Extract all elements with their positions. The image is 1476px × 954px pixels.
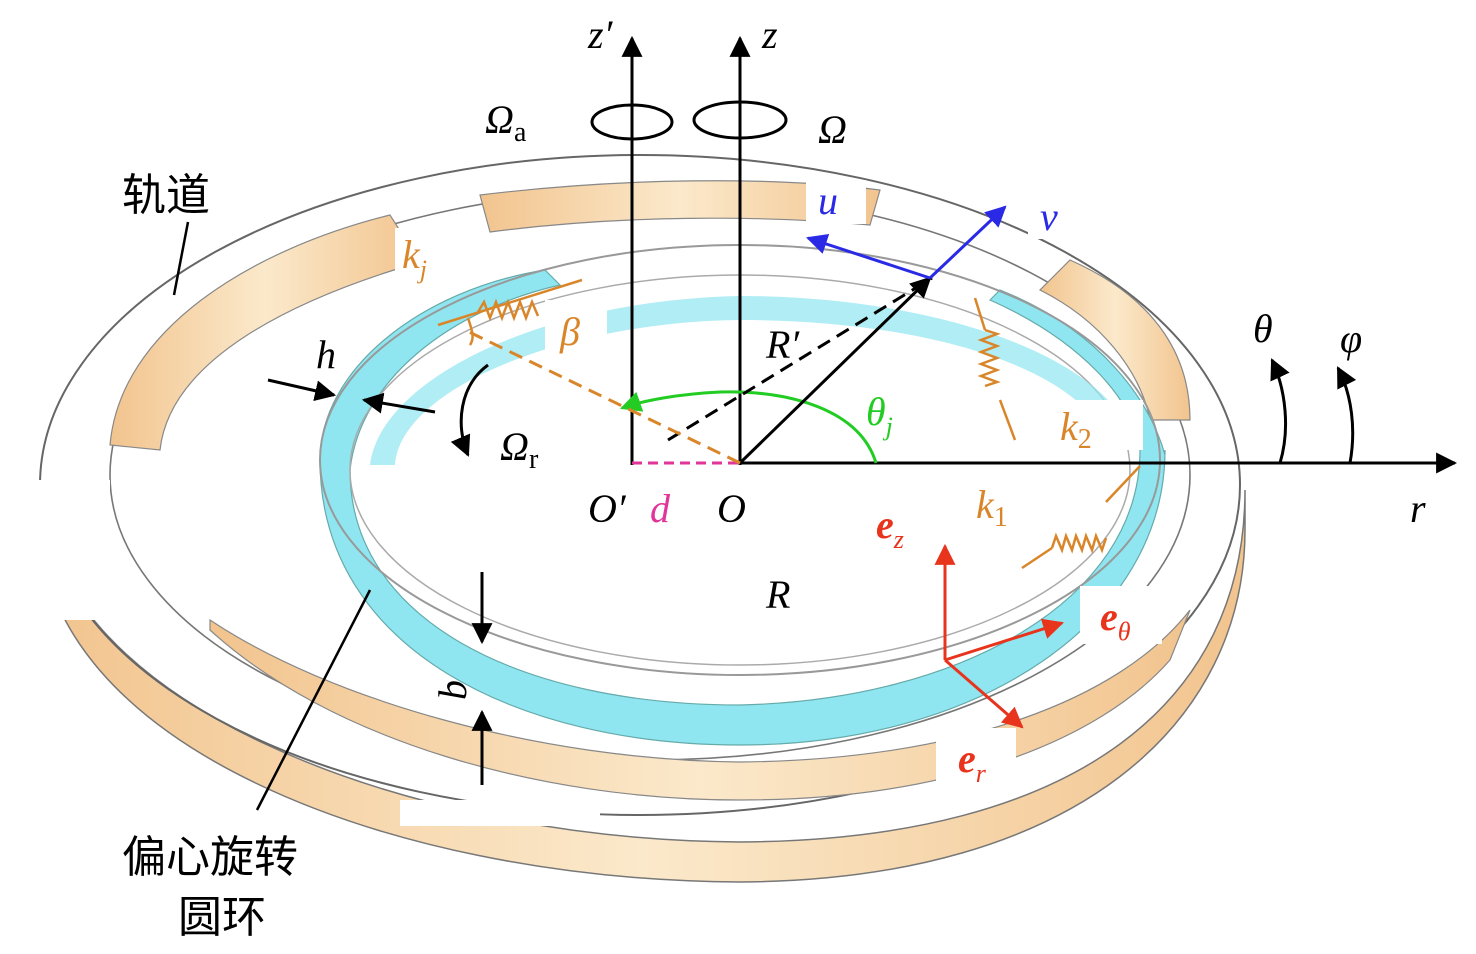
beta-label-bg — [545, 300, 607, 362]
beta-dashed-line — [464, 328, 741, 465]
r-prime-dashed — [667, 276, 933, 442]
k1-spring-left — [1021, 546, 1053, 570]
etheta-vector — [944, 618, 1065, 662]
k1-spring — [1050, 532, 1108, 554]
k2-spring-bottom — [998, 399, 1017, 441]
label-k1: k1 — [976, 482, 1008, 533]
label-theta: θ — [1253, 306, 1273, 351]
label-k2: k2 — [1060, 404, 1092, 455]
label-d: d — [650, 486, 671, 531]
kj-spring — [476, 298, 540, 322]
track-inner-wall-back-left — [109, 214, 421, 451]
label-ring-line1: 偏心旋转 — [122, 832, 298, 883]
label-etheta: eθ — [1100, 594, 1131, 646]
label-r-prime: R′ — [765, 322, 800, 367]
k1-spring-right — [1105, 465, 1141, 503]
label-er: er — [958, 736, 987, 788]
track-inner-wall-back — [479, 180, 881, 233]
h-arrow-right — [361, 392, 436, 414]
label-h: h — [316, 332, 336, 377]
label-u: u — [818, 178, 838, 223]
er-vector — [944, 658, 1024, 729]
label-track: 轨道 — [122, 170, 210, 221]
k2-spring — [977, 328, 1001, 388]
rotation-omega — [692, 100, 788, 140]
omega-r-arrow — [450, 363, 489, 457]
label-theta-j: θj — [866, 389, 893, 441]
label-o: O — [717, 486, 746, 531]
h-arrow-left — [267, 378, 337, 402]
track-outer-band — [39, 479, 1246, 883]
theta-arrow — [1270, 358, 1290, 464]
track-gap — [30, 480, 110, 620]
track-inner-wall-right — [1038, 259, 1191, 421]
ring-inner-surface — [370, 296, 1135, 465]
label-phi: φ — [1340, 316, 1362, 361]
etheta-label-bg — [1080, 586, 1162, 644]
label-omega-r: Ωr — [500, 424, 539, 475]
ring-leader-line — [255, 589, 372, 811]
k2-spring-top — [973, 297, 987, 331]
label-v: v — [1040, 194, 1058, 239]
phi-arrow — [1336, 366, 1357, 464]
rotation-omega-a — [590, 103, 674, 141]
label-r: r — [1410, 486, 1426, 531]
track-gap — [400, 800, 600, 826]
k2-label-bg — [1055, 400, 1143, 450]
kj-label-bg — [395, 228, 447, 284]
kj-spring-base — [437, 278, 583, 327]
r-vector — [738, 276, 932, 465]
track-leader-line — [172, 221, 190, 296]
label-z-prime: z′ — [587, 12, 614, 57]
u-label-bg — [806, 180, 866, 224]
label-kj: kj — [402, 232, 427, 284]
label-ring-line2: 圆环 — [178, 892, 266, 943]
beta-angle-arc — [466, 317, 474, 346]
label-ez: ez — [876, 502, 904, 554]
label-z: z — [761, 12, 778, 57]
v-label-bg — [1028, 195, 1074, 239]
label-omega: Ω — [818, 107, 847, 152]
label-o-prime: O′ — [588, 486, 627, 531]
v-vector — [928, 205, 1007, 280]
label-b: b — [430, 680, 475, 700]
label-R: R — [765, 572, 790, 617]
outer-track — [30, 154, 1246, 883]
u-vector — [806, 233, 931, 280]
label-omega-a: Ωa — [485, 97, 527, 148]
theta-j-arc — [620, 390, 878, 464]
label-beta: β — [559, 309, 580, 354]
er-label-bg — [936, 728, 1016, 786]
